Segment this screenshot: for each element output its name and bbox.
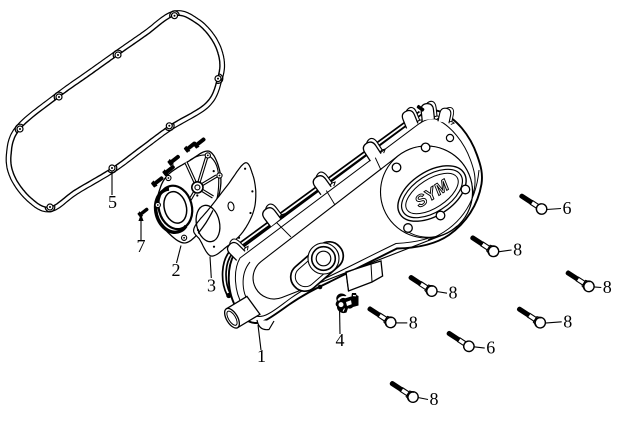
svg-text:8: 8	[513, 240, 522, 260]
svg-text:1: 1	[257, 346, 266, 366]
svg-text:8: 8	[409, 312, 418, 332]
svg-text:3: 3	[207, 276, 216, 296]
svg-text:7: 7	[137, 236, 146, 256]
svg-text:6: 6	[486, 338, 495, 358]
svg-text:8: 8	[449, 283, 458, 303]
svg-text:8: 8	[603, 277, 612, 297]
svg-text:8: 8	[430, 389, 439, 409]
svg-text:8: 8	[563, 311, 572, 331]
svg-text:2: 2	[172, 260, 181, 280]
svg-text:6: 6	[563, 198, 572, 218]
svg-text:5: 5	[108, 192, 117, 212]
svg-text:4: 4	[336, 330, 345, 350]
